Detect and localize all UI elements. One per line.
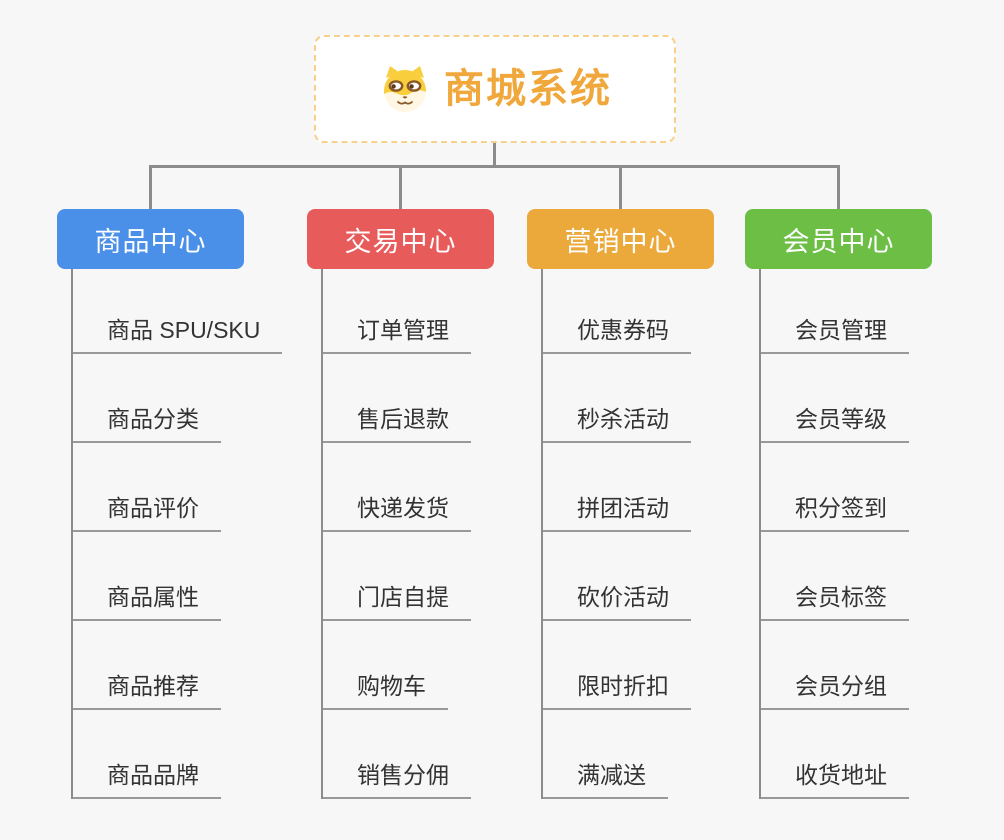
leaf-node[interactable]: 秒杀活动 bbox=[543, 403, 691, 443]
leaf-node[interactable]: 门店自提 bbox=[323, 581, 471, 621]
connector-drop-trade bbox=[399, 165, 402, 209]
branch-node-marketing-center[interactable]: 营销中心 bbox=[527, 209, 714, 269]
leaf-node[interactable]: 收货地址 bbox=[761, 759, 909, 799]
branch-node-product-center[interactable]: 商品中心 bbox=[57, 209, 244, 269]
leaf-node[interactable]: 商品评价 bbox=[73, 492, 221, 532]
leaf-node[interactable]: 会员管理 bbox=[761, 314, 909, 354]
connector-bus bbox=[149, 165, 840, 168]
leaf-node[interactable]: 限时折扣 bbox=[543, 670, 691, 710]
root-title: 商城系统 bbox=[444, 67, 612, 111]
root-node[interactable]: 商城系统 bbox=[314, 35, 676, 143]
leaf-column-product-center: 商品 SPU/SKU 商品分类 商品评价 商品属性 商品推荐 商品品牌 bbox=[71, 269, 313, 799]
leaf-node[interactable]: 会员标签 bbox=[761, 581, 909, 621]
leaf-node[interactable]: 拼团活动 bbox=[543, 492, 691, 532]
leaf-node[interactable]: 商品 SPU/SKU bbox=[73, 314, 283, 354]
leaf-node[interactable]: 订单管理 bbox=[323, 314, 471, 354]
branch-label: 会员中心 bbox=[782, 226, 895, 257]
branch-node-member-center[interactable]: 会员中心 bbox=[745, 209, 932, 269]
connector-drop-members bbox=[837, 165, 840, 209]
connector-drop-products bbox=[149, 165, 152, 209]
leaf-node[interactable]: 积分签到 bbox=[761, 492, 909, 532]
dog-face-icon bbox=[384, 66, 426, 112]
leaf-node[interactable]: 优惠券码 bbox=[543, 314, 691, 354]
branch-label: 营销中心 bbox=[564, 226, 677, 257]
leaf-node[interactable]: 商品品牌 bbox=[73, 759, 221, 799]
leaf-column-member-center: 会员管理 会员等级 积分签到 会员标签 会员分组 收货地址 bbox=[759, 269, 1001, 799]
leaf-node[interactable]: 商品属性 bbox=[73, 581, 221, 621]
leaf-node[interactable]: 会员分组 bbox=[761, 670, 909, 710]
branch-node-trade-center[interactable]: 交易中心 bbox=[307, 209, 494, 269]
connector-drop-marketing bbox=[619, 165, 622, 209]
leaf-node[interactable]: 会员等级 bbox=[761, 403, 909, 443]
leaf-node[interactable]: 商品分类 bbox=[73, 403, 221, 443]
leaf-node[interactable]: 销售分佣 bbox=[323, 759, 471, 799]
branch-label: 交易中心 bbox=[344, 226, 457, 257]
connector-root-stub bbox=[493, 143, 496, 167]
branch-label: 商品中心 bbox=[94, 226, 207, 257]
leaf-node[interactable]: 砍价活动 bbox=[543, 581, 691, 621]
leaf-node[interactable]: 满减送 bbox=[543, 759, 668, 799]
leaf-node[interactable]: 购物车 bbox=[323, 670, 448, 710]
leaf-node[interactable]: 商品推荐 bbox=[73, 670, 221, 710]
leaf-node[interactable]: 快递发货 bbox=[323, 492, 471, 532]
leaf-column-marketing-center: 优惠券码 秒杀活动 拼团活动 砍价活动 限时折扣 满减送 bbox=[541, 269, 783, 799]
leaf-node[interactable]: 售后退款 bbox=[323, 403, 471, 443]
leaf-column-trade-center: 订单管理 售后退款 快递发货 门店自提 购物车 销售分佣 bbox=[321, 269, 563, 799]
